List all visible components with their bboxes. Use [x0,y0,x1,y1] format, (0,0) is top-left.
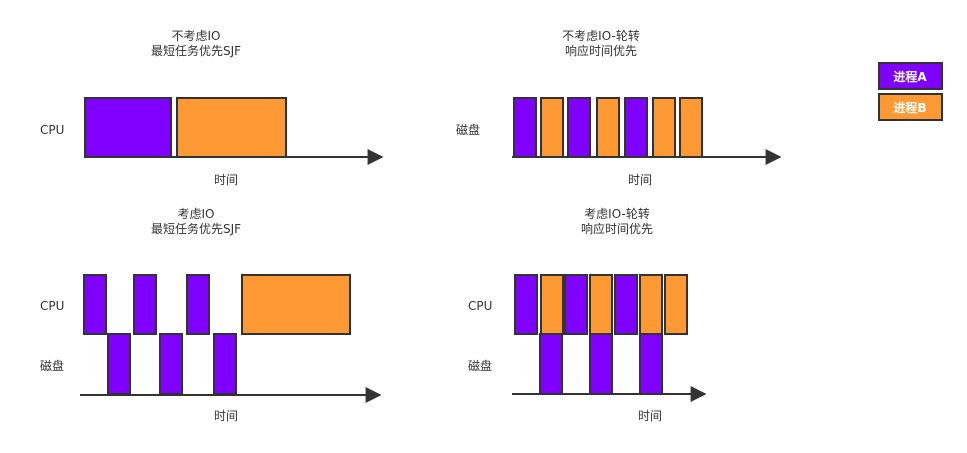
block-process-a [84,97,172,158]
block-process-a [539,333,563,395]
block-process-a [564,274,588,335]
panel-top-left: 不考虑IO 最短任务优先SJF CPU 时间 [40,29,384,187]
block-process-b [664,274,688,335]
panel-title-line1: 不考虑IO [172,29,221,43]
block-process-b [596,97,620,158]
axis-label-time: 时间 [214,409,238,423]
row-label-cpu: CPU [468,299,492,313]
legend: 进程A 进程B [878,62,943,121]
block-process-a [514,274,538,335]
block-process-a [624,97,648,158]
panel-title-line2: 最短任务优先SJF [151,221,241,236]
block-process-a [159,333,183,395]
axis-label-time: 时间 [214,173,238,187]
legend-swatch-process-a [878,62,943,90]
panel-title-line1: 不考虑IO-轮转 [562,28,640,43]
block-process-a [83,274,107,335]
block-process-b [176,97,287,158]
br-disk-blocks [539,333,663,395]
axis-label-time: 时间 [628,173,652,187]
axis-label-time: 时间 [638,409,662,423]
bl-cpu-blocks [83,274,351,335]
block-process-a [133,274,157,335]
panel-title-line2: 响应时间优先 [565,43,637,58]
panel-bottom-left: 考虑IO 最短任务优先SJF CPU 磁盘 时间 [40,207,382,423]
row-label-cpu: CPU [40,123,64,137]
block-process-a [513,97,537,158]
panel-bottom-right: 考虑IO-轮转 响应时间优先 CPU 磁盘 时间 [468,206,707,423]
block-process-b [540,97,564,158]
block-process-b [652,97,676,158]
tl-blocks [84,97,287,158]
legend-swatch-process-b [878,93,943,121]
block-process-a [186,274,210,335]
row-label-cpu: CPU [40,299,64,313]
row-label-disk: 磁盘 [468,358,492,373]
block-process-b [589,274,613,335]
row-label-disk: 磁盘 [456,122,480,137]
br-cpu-blocks [514,274,688,335]
block-process-b [639,274,663,335]
block-process-a [567,97,591,158]
panel-top-right: 不考虑IO-轮转 响应时间优先 磁盘 时间 [456,28,782,187]
legend-label-process-b: 进程B [893,100,926,115]
tr-blocks [513,97,703,158]
panel-title-line1: 考虑IO-轮转 [584,206,650,221]
bl-disk-blocks [107,333,237,395]
panel-title-line2: 响应时间优先 [581,221,653,236]
block-process-a [639,333,663,395]
panel-title-line2: 最短任务优先SJF [151,43,241,58]
block-process-a [213,333,237,395]
block-process-a [589,333,613,395]
row-label-disk: 磁盘 [40,358,64,373]
block-process-b [679,97,703,158]
block-process-b [540,274,564,335]
block-process-b [241,274,351,335]
block-process-a [107,333,131,395]
panel-title-line1: 考虑IO [178,207,215,221]
block-process-a [614,274,638,335]
legend-label-process-a: 进程A [893,69,927,84]
